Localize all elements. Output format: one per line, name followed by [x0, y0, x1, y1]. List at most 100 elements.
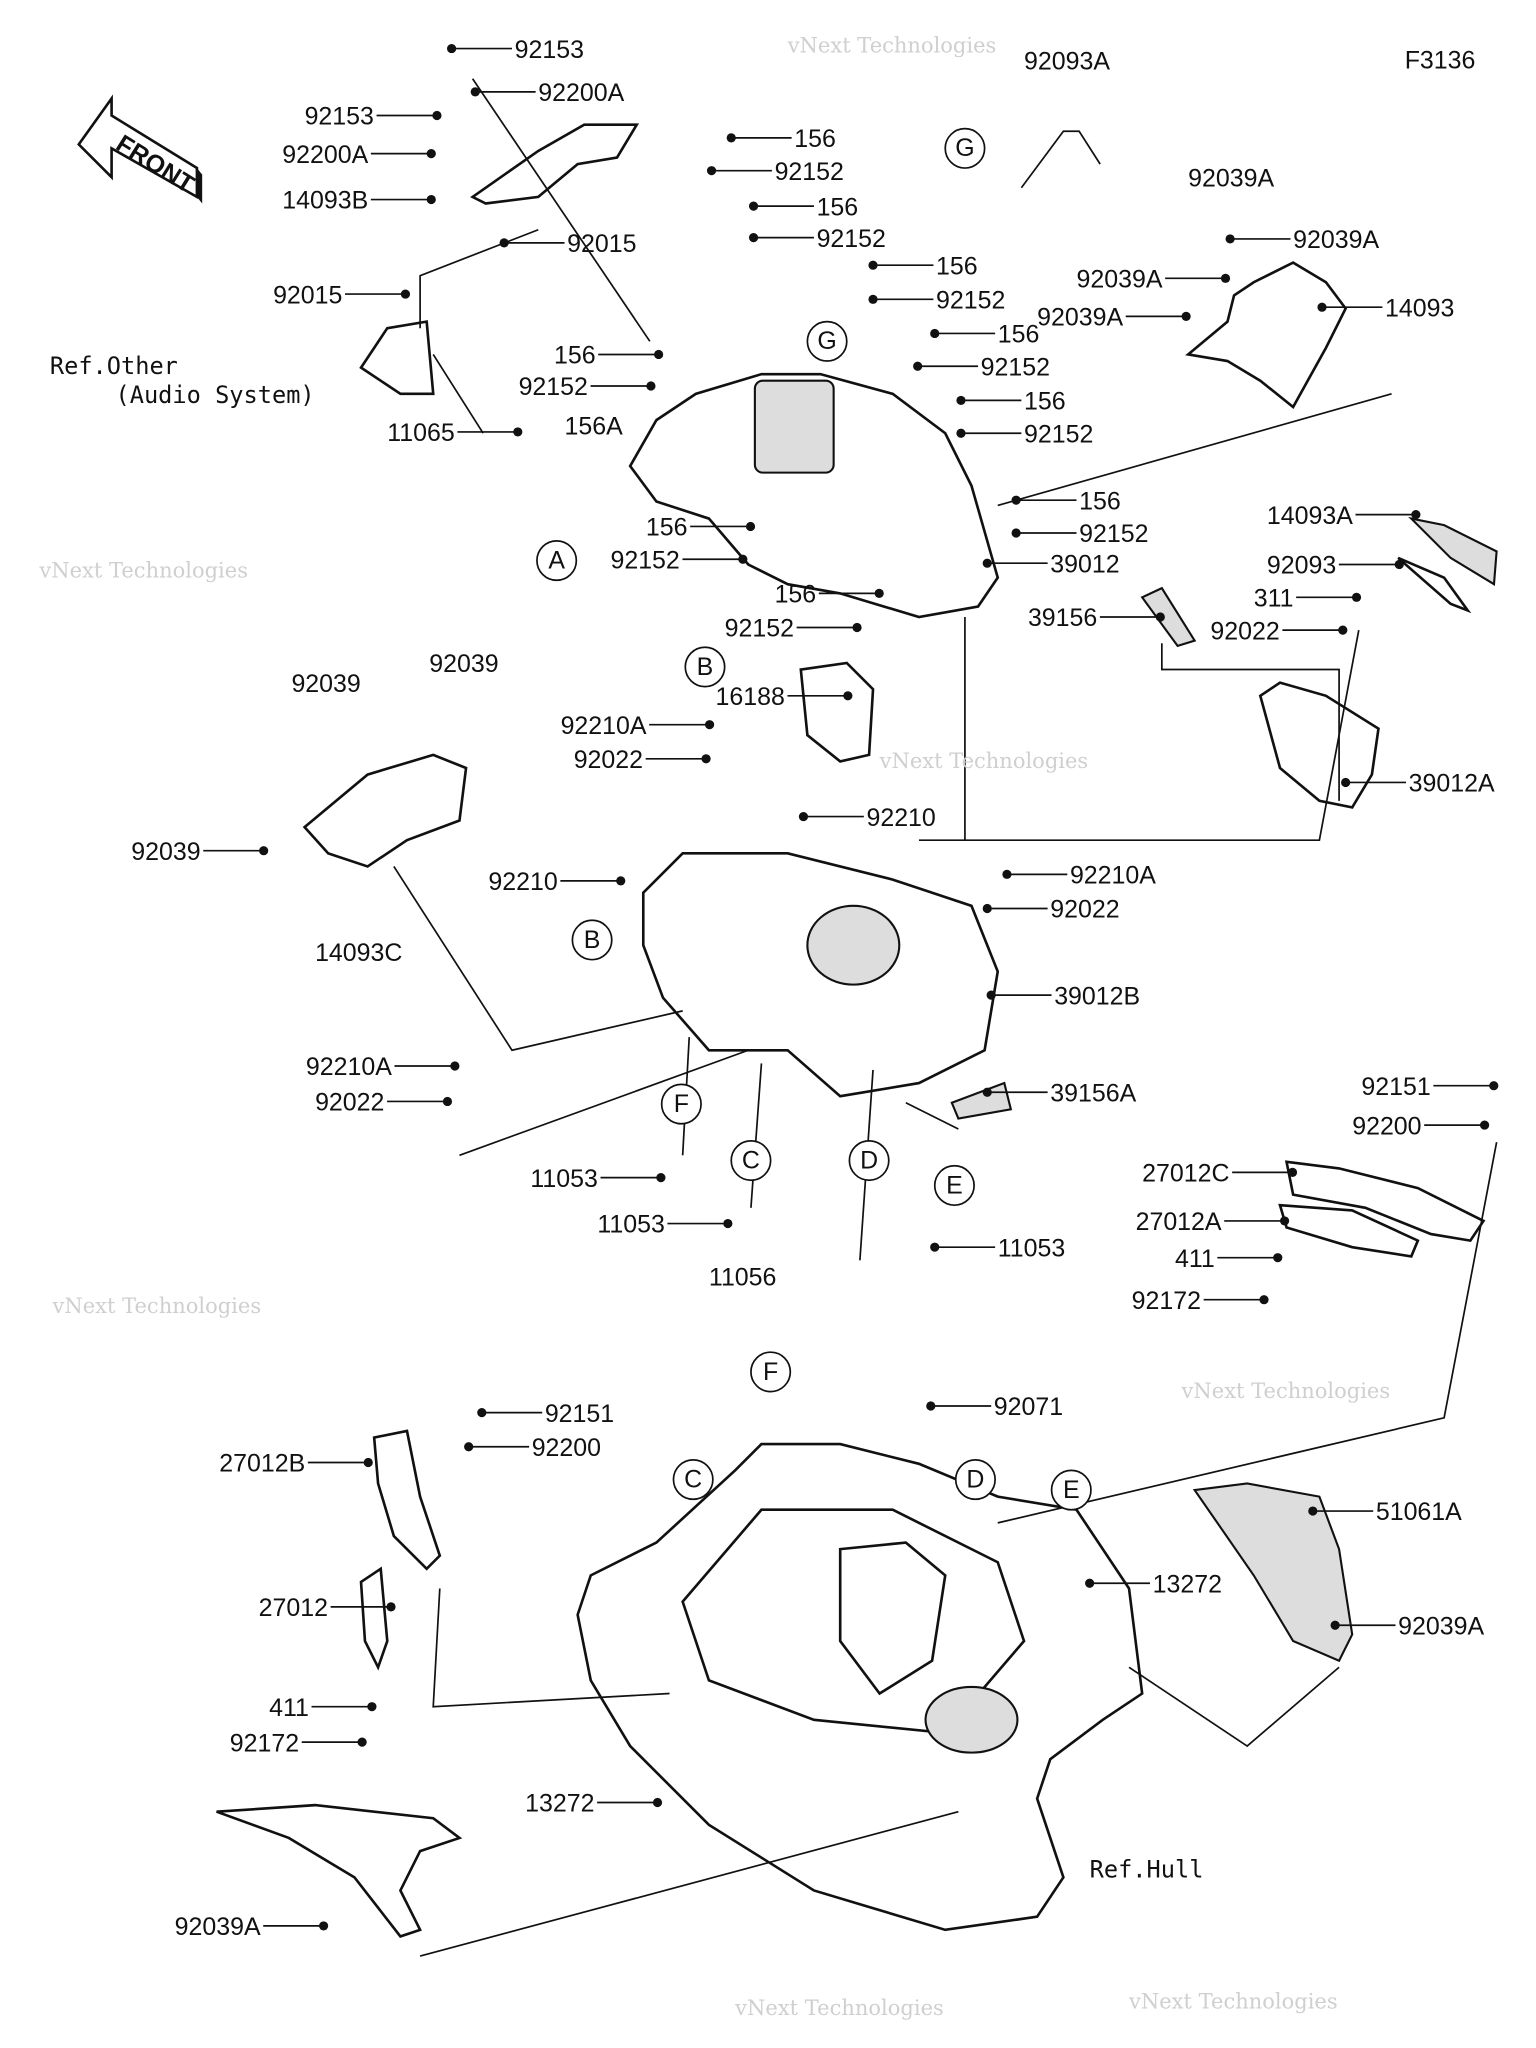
part-number-label: 16188: [715, 683, 784, 711]
reference-letter: F: [674, 1090, 689, 1118]
part-number-label: 156: [936, 252, 978, 280]
reference-letter: A: [548, 546, 565, 574]
part-number-label: 39156: [1028, 604, 1097, 632]
part-number-label: 92200: [1352, 1112, 1421, 1140]
fastener-mark: [400, 289, 411, 299]
fastener-mark: [1085, 1578, 1095, 1588]
watermark: vNext Technologies: [52, 1294, 262, 1318]
part-number-label: 156: [998, 321, 1040, 349]
part-number-label: 27012B: [219, 1450, 305, 1478]
fastener-mark: [1317, 302, 1327, 312]
reference-letter: E: [946, 1171, 963, 1199]
part-number-label: 13272: [525, 1790, 594, 1818]
fastener-mark: [982, 903, 992, 914]
fastener-mark: [748, 201, 759, 211]
fastener-mark: [367, 1702, 377, 1712]
part-number-label: 92153: [515, 36, 584, 64]
part-number-label: 92210A: [561, 712, 647, 740]
part-number-label: 27012A: [1136, 1208, 1222, 1236]
part-number-label: 92200A: [538, 79, 624, 107]
fastener-mark: [357, 1737, 367, 1747]
reference-circle-C: C: [672, 1459, 714, 1501]
part-92093A-handle: [1020, 130, 1101, 189]
fastener-mark: [1225, 234, 1235, 244]
part-number-label: 11053: [597, 1211, 665, 1239]
fastener-mark: [1308, 1506, 1318, 1516]
part-audio-cover: [359, 320, 435, 396]
watermark: vNext Technologies: [879, 749, 1089, 773]
part-51061: [216, 1803, 463, 1938]
part-number-label: 156: [775, 581, 817, 609]
part-number-label: 411: [269, 1694, 309, 1722]
ref-audio-system-label: (Audio System): [116, 381, 315, 409]
part-number-label: 92200: [532, 1434, 601, 1462]
fastener-mark: [1181, 311, 1191, 321]
fastener-mark: [432, 110, 442, 121]
fastener-mark: [1489, 1081, 1499, 1091]
part-number-label: 156A: [565, 413, 624, 441]
part-number-label: 92093A: [1024, 48, 1110, 76]
watermark: vNext Technologies: [1181, 1379, 1391, 1403]
reference-circle-G: G: [806, 320, 848, 362]
part-number-label: 92172: [1132, 1287, 1201, 1315]
assembly-lines: [393, 78, 1498, 1957]
fastener-mark: [259, 846, 269, 856]
part-number-label: 92039: [291, 670, 360, 698]
fastener-mark: [1287, 1167, 1298, 1177]
part-number-label: 92152: [936, 287, 1005, 315]
fastener-mark: [704, 720, 715, 730]
reference-letter: B: [584, 926, 601, 954]
fastener-mark: [701, 754, 711, 764]
fastener-mark: [499, 238, 509, 248]
part-number-label: 411: [1175, 1245, 1215, 1273]
part-number-label: 92200A: [282, 141, 368, 169]
part-number-label: 11056: [709, 1263, 777, 1291]
fastener-mark: [982, 558, 992, 568]
reference-circle-E: E: [1050, 1469, 1092, 1511]
fastener-mark: [1011, 528, 1021, 538]
part-number-label: 92152: [817, 225, 886, 253]
reference-circle-F: F: [660, 1083, 702, 1125]
fastener-mark: [956, 428, 966, 438]
fastener-mark: [986, 990, 996, 1000]
part-number-label: 92152: [725, 615, 794, 643]
reference-circle-B: B: [684, 646, 726, 688]
part-number-label: 92151: [1361, 1073, 1430, 1101]
part-number-label: 11053: [530, 1165, 598, 1193]
part-number-label: 156: [794, 125, 836, 153]
part-number-label: 92039A: [175, 1913, 261, 1941]
part-number-label: 92152: [981, 353, 1050, 381]
fastener-mark: [843, 691, 853, 701]
fastener-mark: [426, 149, 436, 159]
fastener-mark: [1002, 869, 1012, 879]
fastener-mark: [470, 87, 480, 97]
part-number-label: 92039A: [1398, 1612, 1484, 1640]
fastener-mark: [652, 1797, 663, 1808]
part-number-label: 92015: [273, 281, 342, 309]
part-number-label: 92039A: [1037, 304, 1123, 332]
part-number-label: 156: [554, 342, 596, 370]
fastener-mark: [1273, 1253, 1283, 1263]
diagram-id: F3136: [1405, 46, 1476, 74]
part-39156A: [950, 1081, 1013, 1120]
part-number-label: 92172: [230, 1729, 299, 1757]
fastener-mark: [1279, 1216, 1290, 1226]
watermark: vNext Technologies: [38, 559, 248, 583]
part-number-label: 13272: [1153, 1570, 1222, 1598]
fastener-mark: [1330, 1620, 1340, 1630]
fastener-mark: [982, 1087, 992, 1097]
part-number-label: 156: [817, 193, 859, 221]
part-number-label: 156: [646, 514, 688, 542]
part-number-label: 92039: [429, 650, 498, 678]
fastener-mark: [748, 233, 759, 243]
fastener-mark: [930, 328, 940, 339]
fastener-mark: [447, 43, 457, 54]
fastener-mark: [706, 166, 717, 176]
part-51061A: [1192, 1482, 1354, 1663]
part-hull: [576, 1442, 1144, 1932]
fastener-mark: [1338, 625, 1348, 635]
part-39012-upper-console: [628, 372, 1000, 619]
fastener-mark: [745, 521, 756, 532]
reference-letter: D: [860, 1146, 878, 1174]
part-number-label: 11065: [387, 419, 455, 447]
